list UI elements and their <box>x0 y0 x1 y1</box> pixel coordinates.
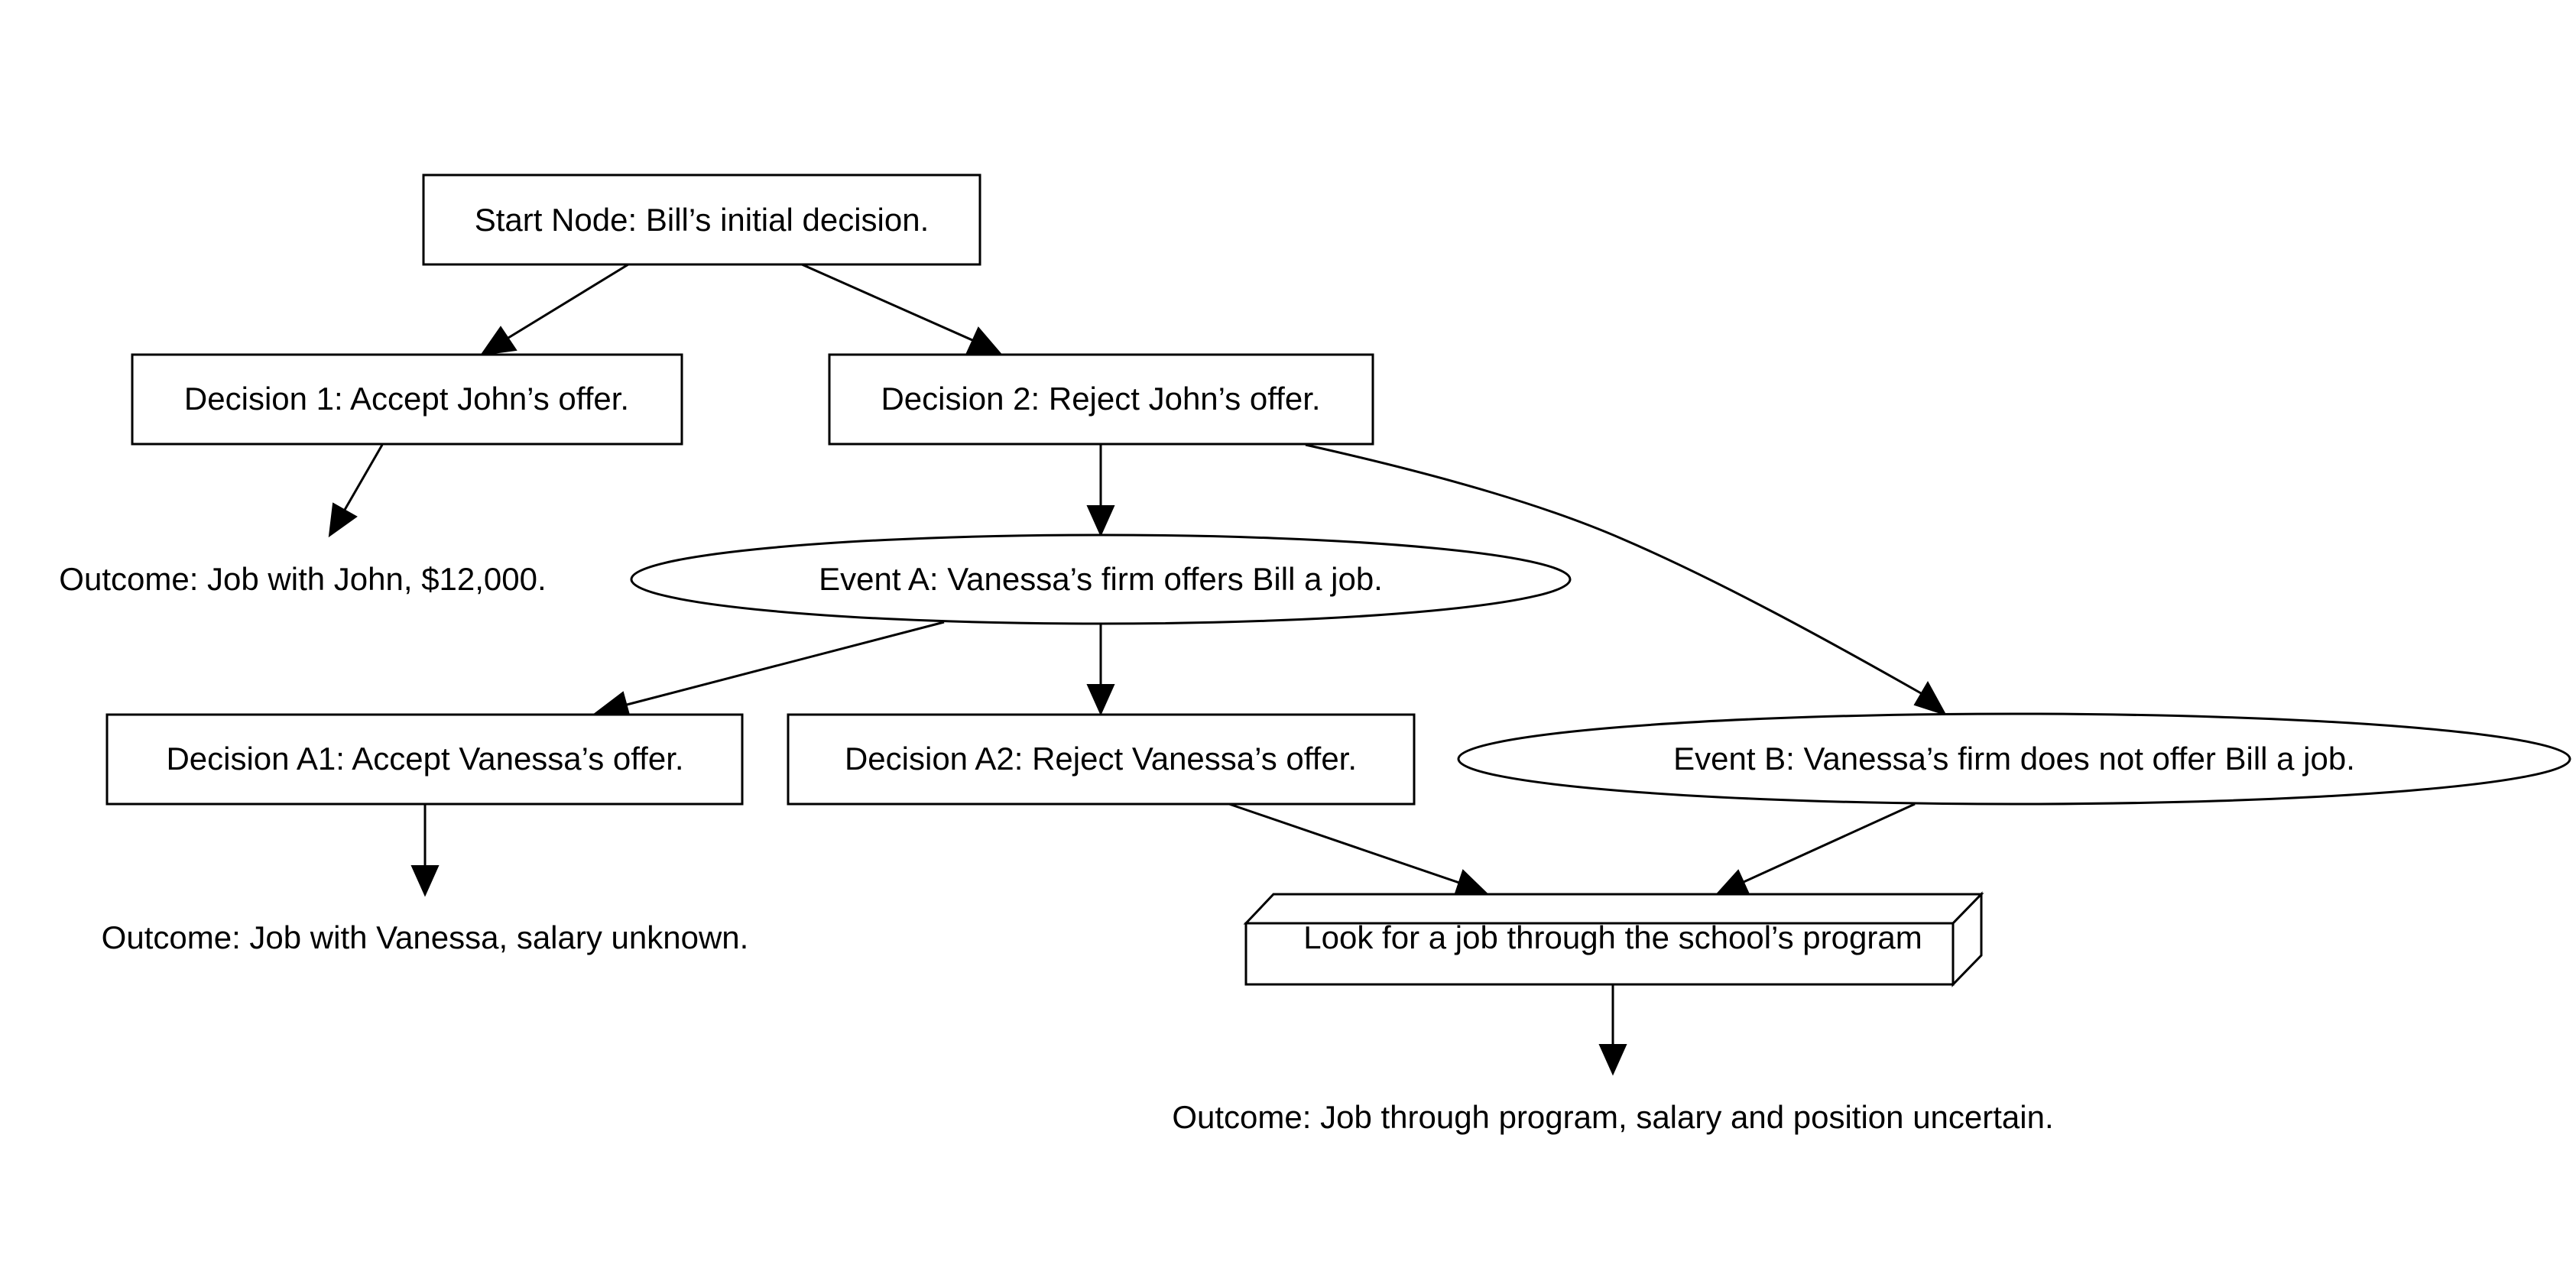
edge-program-to-outcome-program <box>1598 984 1627 1076</box>
node-event-b: Event B: Vanessa’s firm does not offer B… <box>1457 712 2571 806</box>
decision-1-label: Decision 1: Accept John’s offer. <box>184 381 629 417</box>
program-box-front-face <box>1244 922 1955 986</box>
decision-a1-label: Decision A1: Accept Vanessa’s offer. <box>166 741 683 777</box>
edge-event-b-to-program <box>1715 802 1916 895</box>
node-program: Look for a job through the school’s prog… <box>1243 891 1984 987</box>
decision-a2-label: Decision A2: Reject Vanessa’s offer. <box>845 741 1357 777</box>
node-decision-1: Decision 1: Accept John’s offer. <box>131 353 683 446</box>
node-outcome-vanessa: Outcome: Job with Vanessa, salary unknow… <box>102 919 749 955</box>
node-start: Start Node: Bill’s initial decision. <box>422 173 981 266</box>
node-decision-2: Decision 2: Reject John’s offer. <box>828 353 1374 446</box>
edge-decision-2-to-event-b <box>1305 443 1948 716</box>
start-node-box <box>422 173 981 266</box>
event-a-ellipse <box>630 533 1572 625</box>
edge-start-to-decision-1 <box>479 263 629 356</box>
node-decision-a2: Decision A2: Reject Vanessa’s offer. <box>787 713 1416 806</box>
decision-a1-box <box>105 713 744 806</box>
node-outcome-john: Outcome: Job with John, $12,000. <box>59 561 546 597</box>
outcome-program-label: Outcome: Job through program, salary and… <box>1172 1099 2053 1135</box>
outcome-vanessa-label: Outcome: Job with Vanessa, salary unknow… <box>102 919 749 955</box>
edge-start-to-decision-2 <box>801 263 1004 356</box>
decision-2-label: Decision 2: Reject John’s offer. <box>881 381 1320 417</box>
start-node-label: Start Node: Bill’s initial decision. <box>475 202 930 238</box>
program-label: Look for a job through the school’s prog… <box>1303 919 1922 955</box>
decision-1-box <box>131 353 683 446</box>
edge-decision-1-to-outcome-john <box>328 444 384 538</box>
event-b-ellipse <box>1457 712 2571 806</box>
edge-decision-a2-to-program <box>1228 802 1489 897</box>
node-event-a: Event A: Vanessa’s firm offers Bill a jo… <box>630 533 1572 625</box>
edge-event-a-to-decision-a2 <box>1086 624 1115 716</box>
outcome-john-label: Outcome: Job with John, $12,000. <box>59 561 546 597</box>
decision-2-box <box>828 353 1374 446</box>
decision-a2-box <box>787 713 1416 806</box>
edge-decision-2-to-event-a <box>1086 445 1115 537</box>
node-decision-a1: Decision A1: Accept Vanessa’s offer. <box>105 713 744 806</box>
event-a-label: Event A: Vanessa’s firm offers Bill a jo… <box>819 561 1383 597</box>
event-b-label: Event B: Vanessa’s firm does not offer B… <box>1673 741 2355 777</box>
edge-decision-a1-to-outcome-vanessa <box>410 804 440 897</box>
node-outcome-program: Outcome: Job through program, salary and… <box>1172 1099 2053 1135</box>
edges <box>328 263 1948 1076</box>
edge-event-a-to-decision-a1 <box>592 621 945 719</box>
